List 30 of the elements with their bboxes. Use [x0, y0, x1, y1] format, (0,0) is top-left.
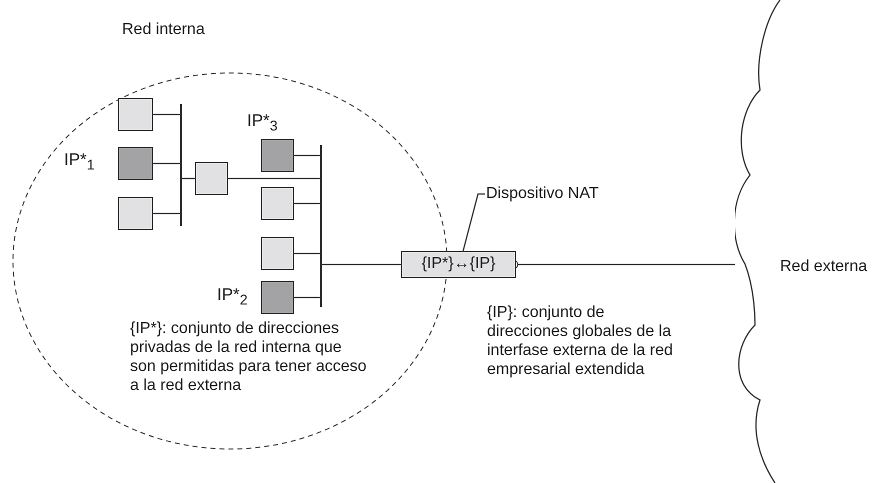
- network-link-line: [294, 252, 320, 254]
- network-link-line: [228, 178, 320, 180]
- group-title: Red interna: [122, 20, 205, 39]
- host-box: [118, 147, 153, 180]
- network-link-line: [153, 114, 180, 116]
- host-box: [261, 237, 294, 270]
- network-link-line: [294, 296, 320, 298]
- host-box: [261, 281, 294, 314]
- network-link-line: [294, 154, 320, 156]
- nat-device-box: {IP*}↔{IP}: [401, 251, 516, 278]
- annotation-text: {IP}: conjunto de direcciones globales de la interfase externa de la red empresarial extendida: [487, 303, 674, 379]
- host-box: [261, 187, 294, 220]
- network-link-line: [322, 264, 401, 266]
- host-box: [118, 98, 153, 131]
- host-box: [195, 162, 228, 195]
- host-address-label: IP*$_{1}$: [64, 150, 95, 176]
- host-address-label: IP*$_{3}$: [247, 111, 278, 136]
- host-address-label: IP*$_{2}$: [217, 285, 248, 310]
- network-link-line: [294, 202, 320, 204]
- network-label: Red externa: [780, 257, 868, 276]
- network-link-line: [153, 162, 180, 164]
- device-label: Dispositivo NAT: [486, 183, 626, 205]
- host-box: [118, 197, 153, 230]
- host-box: [261, 139, 294, 172]
- network-bus-line: [320, 145, 322, 307]
- network-link-line: [153, 212, 180, 214]
- annotation-text: {IP*}: conjunto de direcciones privadas de la red interna que son permitidas para tener acceso a la red externa: [130, 319, 368, 395]
- network-bus-line: [180, 104, 182, 226]
- leader-line: [462, 193, 485, 252]
- network-link-line: [182, 178, 195, 180]
